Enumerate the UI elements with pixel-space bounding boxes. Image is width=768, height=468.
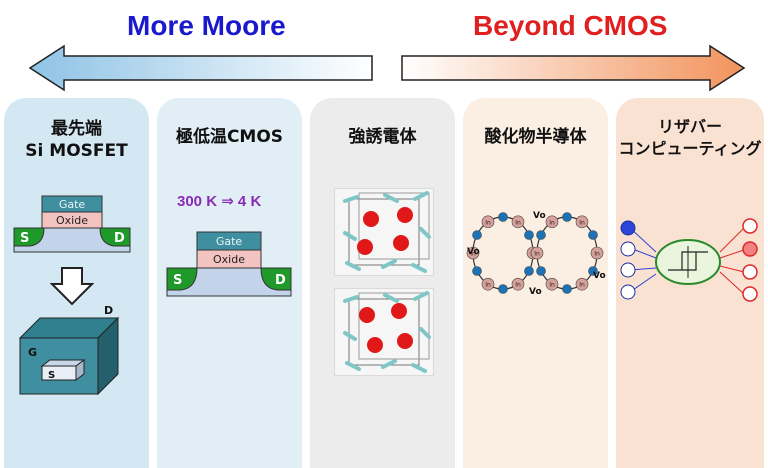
in-atom [575,277,589,291]
column-oxide-semiconductor: 酸化物半導体 InInInInInInInInInInInIn Vo Vo Vo… [463,98,608,468]
in-atom [511,277,525,291]
cryo-mosfet-diagram: Gate Oxide S D [166,231,292,297]
svg-text:Vo: Vo [593,271,606,281]
in-atom-label: In [515,219,521,226]
svg-text:S: S [20,231,29,246]
in-atom [511,215,525,229]
o-atom [472,266,482,276]
o-atom [498,284,508,294]
svg-text:Oxide: Oxide [213,253,245,266]
o-atom [472,230,482,240]
column-ferroelectric: 強誘電体 [310,98,455,468]
in-atom-label: In [549,219,555,226]
temperature-label: 300 K ⇒ 4 K [177,193,262,210]
down-arrow [49,267,95,306]
in-atom-label: In [534,251,540,258]
right-arrow [401,44,746,92]
o-atom [524,230,534,240]
svg-text:Gate: Gate [216,235,243,248]
column-title: 極低温CMOS [175,127,284,147]
in-atom-label: In [549,282,555,289]
crystal-structure-top [334,188,434,276]
in-atom-label: In [594,251,600,258]
in-atom [481,277,495,291]
column-title: 強誘電体 [348,127,417,147]
svg-text:D: D [114,231,125,246]
svg-text:D: D [104,304,113,317]
svg-text:Gate: Gate [59,198,86,211]
svg-text:Vo: Vo [533,211,546,221]
svg-text:Oxide: Oxide [56,214,88,227]
in-atom [545,215,559,229]
svg-text:Vo: Vo [467,247,480,257]
in-atom-label: In [485,282,491,289]
o-atom [536,230,546,240]
beyond-cmos-heading: Beyond CMOS [473,10,668,41]
in-atom [466,246,480,260]
column-title: 酸化物半導体 [484,127,587,147]
in-atom-label: In [470,251,476,258]
in-atom-label: In [515,282,521,289]
finfet-diagram: G S D [18,304,120,396]
oxide-ring-structure: InInInInInInInInInInInIn Vo Vo Vo Vo [466,211,606,297]
in-atom-label: In [579,282,585,289]
in-atom [481,215,495,229]
o-atom [588,266,598,276]
svg-text:G: G [28,346,37,359]
in-atom-label: In [579,219,585,226]
o-atom [498,212,508,222]
o-atom [562,212,572,222]
crystal-structure-bottom [334,288,434,376]
reservoir-network [620,218,758,302]
in-atom [590,246,604,260]
o-atom [562,284,572,294]
column-reservoir-computing: リザバーコンピューティング [616,98,764,468]
o-atom [524,266,534,276]
in-atom [575,215,589,229]
in-atom [545,277,559,291]
o-atom [536,266,546,276]
in-atom [530,246,544,260]
column-cryo-cmos: 極低温CMOS 300 K ⇒ 4 K Gate Oxide S D [157,98,302,468]
in-atom-label: In [485,219,491,226]
column-title: リザバーコンピューティング [618,117,762,158]
more-moore-heading: More Moore [127,10,286,41]
svg-text:Vo: Vo [529,287,542,297]
svg-text:D: D [275,273,286,288]
left-arrow [28,44,373,92]
planar-mosfet-diagram: Gate Oxide S D [13,195,131,253]
o-atom [588,230,598,240]
svg-text:S: S [48,370,55,381]
svg-text:S: S [173,273,182,288]
